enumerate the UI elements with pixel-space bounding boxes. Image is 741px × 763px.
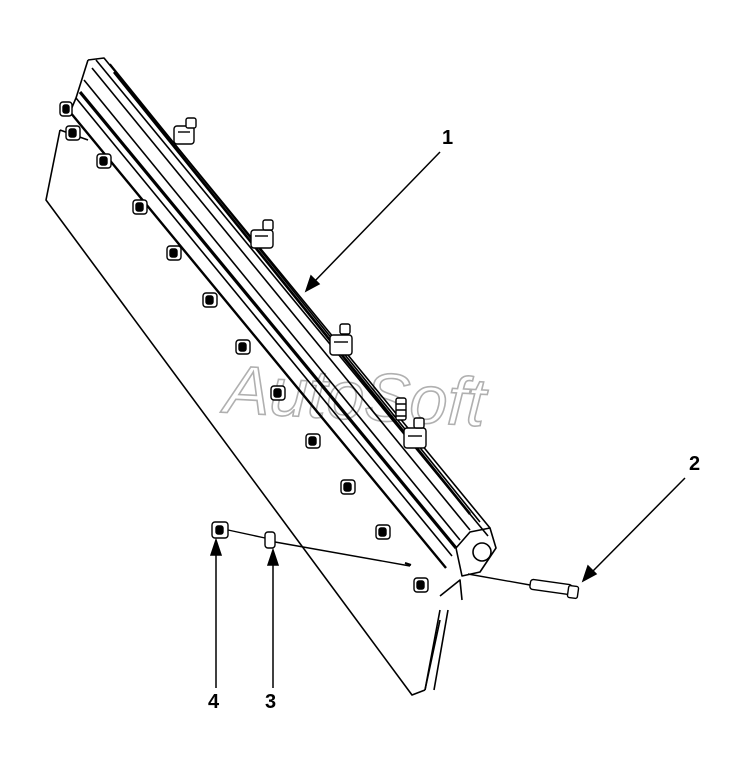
stud — [395, 397, 407, 421]
blade-nuts — [59, 101, 429, 593]
exploded-bolt — [529, 578, 580, 600]
clamp-2 — [250, 219, 274, 249]
nut — [375, 524, 391, 540]
leader-4 — [209, 537, 223, 688]
nut — [59, 101, 73, 117]
nut — [235, 339, 251, 355]
exploded-washer — [264, 531, 276, 549]
clamp-3 — [329, 323, 353, 356]
top-clamps — [173, 117, 427, 449]
callout-4: 4 — [208, 691, 220, 713]
nut — [270, 385, 286, 401]
watermark: AutoSoft — [218, 350, 491, 442]
clamp-4 — [403, 417, 427, 449]
leader-2 — [581, 477, 686, 583]
clamp-1 — [173, 117, 197, 145]
nut — [202, 292, 218, 308]
callout-2: 2 — [689, 453, 701, 475]
nut — [413, 577, 429, 593]
leader-3 — [266, 547, 280, 688]
nut — [166, 245, 182, 261]
leader-lines — [209, 151, 686, 688]
callout-1: 1 — [442, 127, 454, 149]
nut — [305, 433, 321, 449]
nut — [65, 125, 81, 141]
callout-3: 3 — [265, 691, 277, 713]
exploded-nut — [211, 521, 229, 539]
mounting-rail — [69, 57, 497, 691]
nut — [96, 153, 112, 169]
watermark-text: AutoSoft — [219, 351, 491, 441]
nut — [340, 479, 356, 495]
leader-1 — [304, 151, 441, 293]
exploded-parts — [211, 521, 580, 600]
nut — [132, 199, 148, 215]
